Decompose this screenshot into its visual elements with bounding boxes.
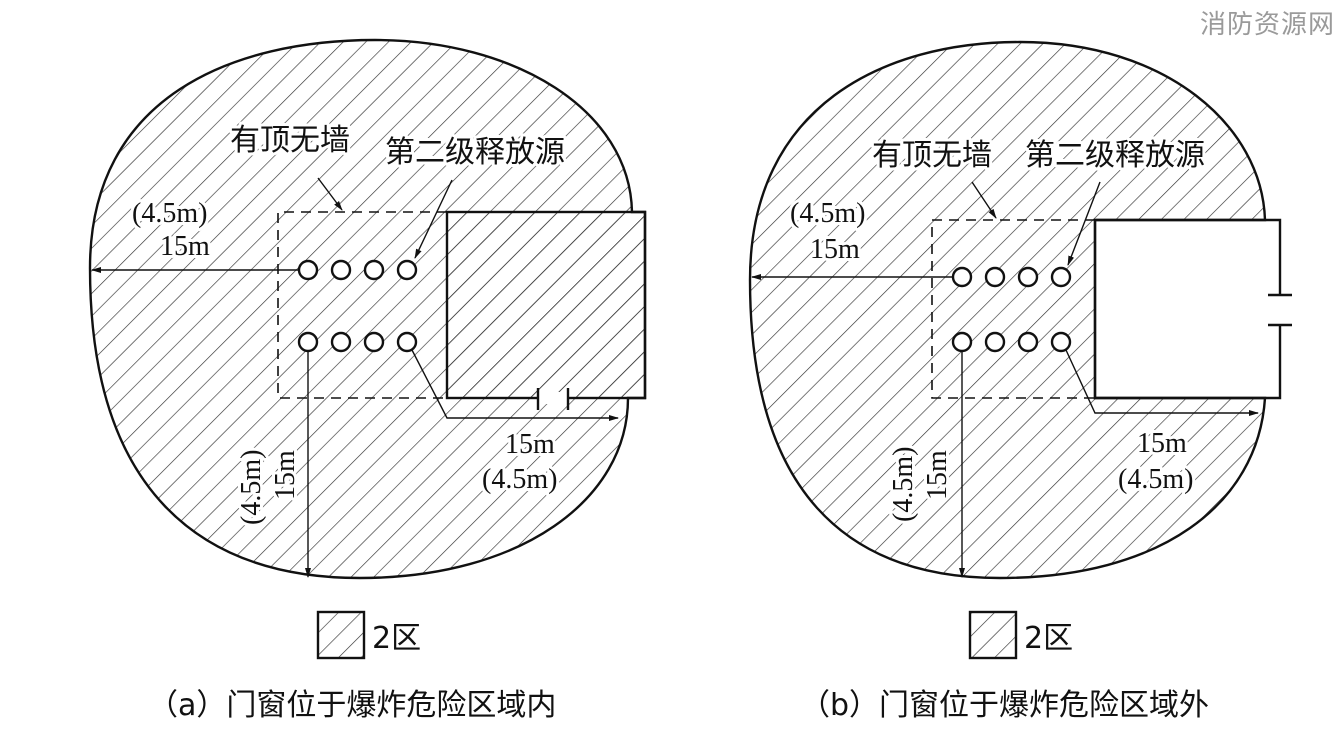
release-sources-b [951, 266, 1072, 353]
label-source-a: 第二级释放源 [385, 135, 565, 170]
dim-left-paren-b: (4.5m) [790, 198, 865, 229]
zone2-area-b [748, 40, 1267, 580]
leader-source-a [414, 179, 453, 259]
roof-outline-a [277, 211, 447, 399]
dim-down-paren-a: (4.5m) [236, 450, 267, 525]
dim-arrow-right-b [1065, 349, 1259, 416]
caption-a: （a）门窗位于爆炸危险区域内 [148, 688, 556, 723]
dim-down-paren-b: (4.5m) [888, 447, 919, 522]
leader-roof-a [317, 177, 343, 211]
release-source [330, 259, 352, 281]
release-source [396, 259, 418, 281]
dim-left-a: 15m [160, 231, 210, 262]
diagram-a: 有顶无墙 第二级释放源 (4.5m) 15m (4.5m) 15m 15m (4… [88, 38, 647, 723]
release-source [1050, 331, 1072, 353]
release-source [1050, 266, 1072, 288]
watermark: 消防资源网 [1199, 10, 1335, 40]
legend-swatch-b [968, 610, 1018, 660]
release-source [363, 259, 385, 281]
release-source [363, 331, 385, 353]
diagram-b: 有顶无墙 第二级释放源 (4.5m) 15m (4.5m) 15m 15m (4… [748, 40, 1292, 723]
release-source [396, 331, 418, 353]
legend-label-b: 2区 [1024, 621, 1073, 656]
dim-arrow-right-a [411, 349, 619, 421]
dim-left-b: 15m [810, 234, 860, 265]
dim-right-a: 15m [505, 429, 555, 460]
release-source [330, 331, 352, 353]
release-sources-a [297, 259, 418, 353]
dim-down-a: 15m [270, 450, 301, 500]
leader-source-b [1067, 181, 1101, 266]
dim-down-b: 15m [922, 450, 953, 500]
release-source [984, 266, 1006, 288]
dim-right-paren-a: (4.5m) [482, 464, 557, 495]
building-a [445, 210, 647, 400]
caption-b: （b）门窗位于爆炸危险区域外 [800, 688, 1209, 723]
release-source [1017, 331, 1039, 353]
door-gap-a [538, 392, 568, 404]
legend-label-a: 2区 [372, 621, 421, 656]
release-source [297, 331, 319, 353]
release-source [951, 331, 973, 353]
dim-right-b: 15m [1137, 428, 1187, 459]
label-roof-a: 有顶无墙 [230, 123, 350, 158]
release-source [297, 259, 319, 281]
leader-roof-b [971, 181, 997, 219]
legend-swatch-a [316, 610, 366, 660]
release-source [951, 266, 973, 288]
release-source [984, 331, 1006, 353]
building-b [1093, 218, 1282, 400]
dim-right-paren-b: (4.5m) [1118, 464, 1193, 495]
label-roof-b: 有顶无墙 [872, 138, 992, 173]
label-source-b: 第二级释放源 [1025, 138, 1205, 173]
dim-left-paren-a: (4.5m) [132, 198, 207, 229]
release-source [1017, 266, 1039, 288]
